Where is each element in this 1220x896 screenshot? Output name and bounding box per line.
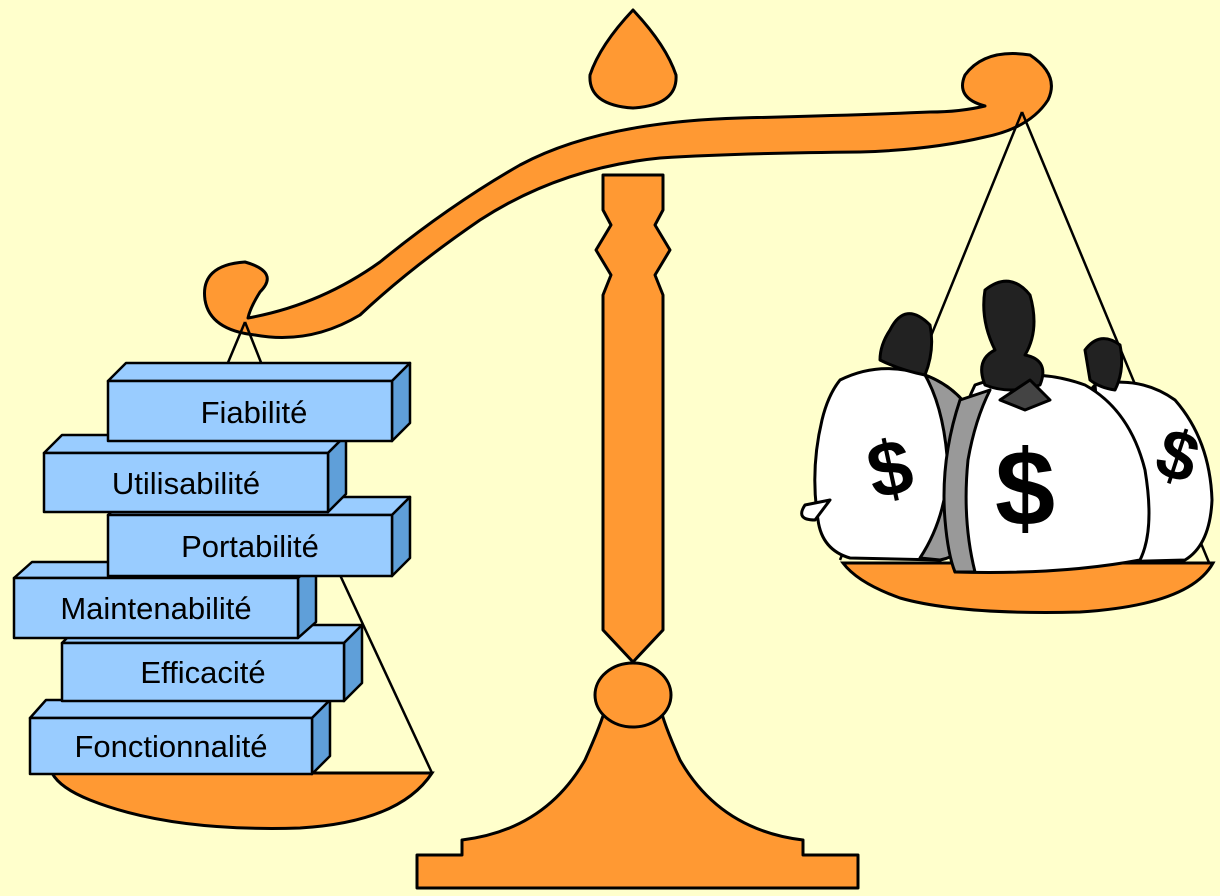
block-label: Efficacité xyxy=(140,655,265,690)
money-bag-symbol: $ xyxy=(995,427,1055,548)
block-label: Fonctionnalité xyxy=(74,729,267,764)
block-label: Portabilité xyxy=(181,529,319,564)
right-pan-dish xyxy=(839,561,1216,614)
money-bags: $ $ $ xyxy=(800,279,1214,574)
block-label: Maintenabilité xyxy=(60,591,251,626)
left-pan xyxy=(49,321,435,830)
scale-beam xyxy=(203,52,1053,339)
block-label: Fiabilité xyxy=(201,395,308,430)
scale-base xyxy=(415,704,860,890)
money-bag-icon: $ xyxy=(942,279,1151,574)
quality-blocks: Fonctionnalité Efficacité Maintenabilité… xyxy=(12,361,412,776)
left-pan-dish xyxy=(49,771,435,830)
balance-scale-icon xyxy=(203,8,1053,890)
block-label: Utilisabilité xyxy=(112,466,260,501)
block-utilisabilite: Utilisabilité xyxy=(42,433,348,514)
block-fiabilite: Fiabilité xyxy=(106,361,412,443)
scale-pillar xyxy=(594,173,672,664)
scale-knob xyxy=(593,661,673,729)
scale-finial xyxy=(588,8,678,110)
block-fonctionnalite: Fonctionnalité xyxy=(28,698,332,776)
